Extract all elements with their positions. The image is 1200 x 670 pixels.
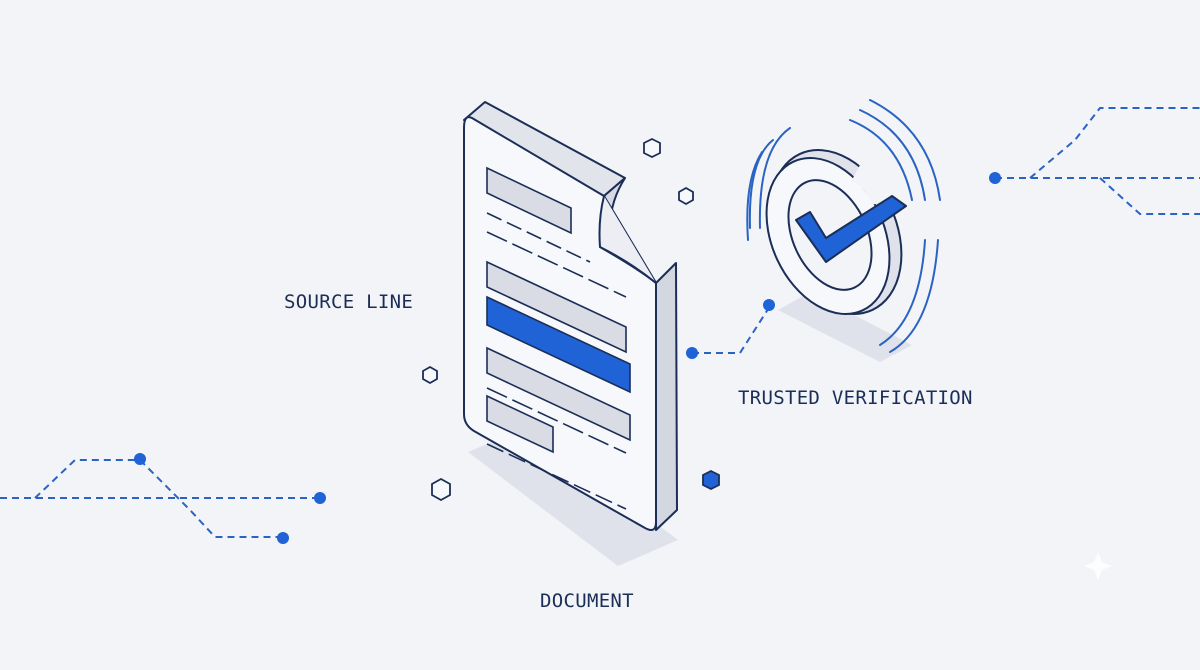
- connector-node: [134, 453, 146, 465]
- document-label: DOCUMENT: [540, 590, 634, 612]
- connector-node: [314, 492, 326, 504]
- connector-node: [989, 172, 1001, 184]
- connector-node: [277, 532, 289, 544]
- connector-lines-left: [0, 459, 320, 538]
- sparkle-icon: [1084, 552, 1112, 580]
- check-mark-icon: [795, 195, 907, 263]
- signal-waves-icon: [746, 99, 941, 353]
- trusted-verification-label: TRUSTED VERIFICATION: [738, 387, 973, 409]
- check-badge-shadow: [778, 292, 912, 362]
- connector-node: [763, 299, 775, 311]
- document-text-lines: [486, 166, 631, 510]
- connector-lines-right: [995, 107, 1200, 215]
- document-shadow: [468, 427, 678, 566]
- connector-node: [686, 347, 698, 359]
- connector-document-to-check: [692, 305, 771, 354]
- hexagon-particles: [422, 137, 720, 502]
- highlighted-source-line: [486, 295, 631, 394]
- source-line-label: SOURCE LINE: [284, 291, 414, 313]
